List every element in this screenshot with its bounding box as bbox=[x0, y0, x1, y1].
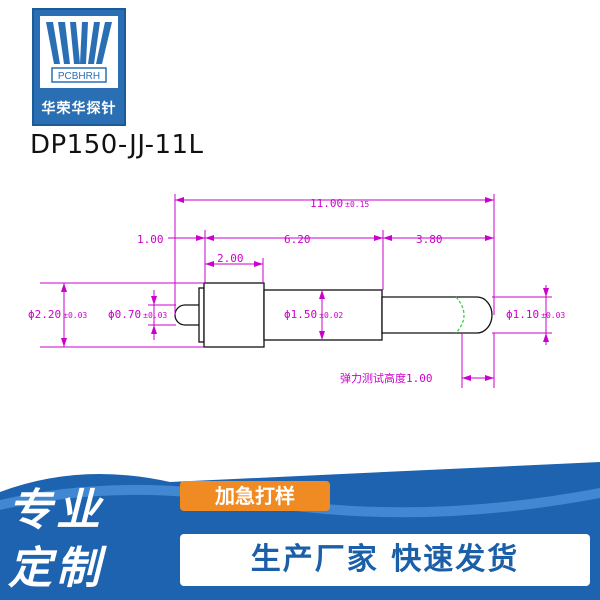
model-number: DP150-JJ-11L bbox=[30, 130, 204, 160]
dim-barrel-diameter: ϕ1.50±0.02 bbox=[284, 308, 343, 321]
dim-plunger-diameter: ϕ1.10±0.03 bbox=[506, 308, 565, 321]
dim-barrel-length: 6.20 bbox=[284, 233, 311, 246]
promo-line1: 专业 bbox=[8, 485, 104, 536]
dim-plunger-length: 3.80 bbox=[416, 233, 443, 246]
test-height-marker bbox=[455, 296, 465, 334]
dim-collar-length: 2.00 bbox=[217, 252, 244, 265]
arrowheads bbox=[61, 197, 549, 381]
logo-text: PCBHRH bbox=[58, 71, 100, 82]
dim-test-height: 弹力测试高度1.00 bbox=[340, 371, 433, 385]
probe-tip bbox=[174, 304, 199, 326]
plunger bbox=[381, 296, 493, 334]
promo-line2: 定制 bbox=[8, 543, 104, 594]
express-sample-tag: 加急打样 bbox=[180, 481, 330, 511]
dim-total-length: 11.00±0.15 bbox=[310, 197, 369, 210]
dimension-lines bbox=[40, 194, 552, 388]
crown-logo-icon: PCBHRH bbox=[40, 16, 118, 88]
dim-collar-diameter: ϕ2.20±0.03 bbox=[28, 308, 87, 321]
collar bbox=[203, 282, 265, 348]
dim-tip-length: 1.00 bbox=[137, 233, 164, 246]
dim-tip-diameter: ϕ0.70±0.03 bbox=[108, 308, 167, 321]
collar-lip bbox=[198, 287, 205, 343]
promo-slogan: 生产厂家 快速发货 bbox=[180, 534, 590, 586]
brand-name: 华荣华探针 bbox=[41, 101, 117, 117]
technical-drawing: 11.00±0.15 1.00 6.20 3.80 2.00 ϕ2.20±0.0… bbox=[28, 194, 565, 388]
company-logo: PCBHRH 华荣华探针 bbox=[32, 8, 126, 126]
